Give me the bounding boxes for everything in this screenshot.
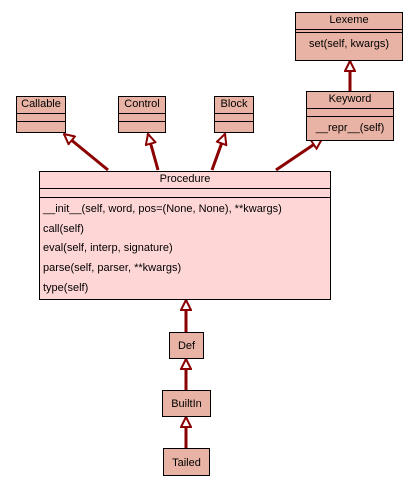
class-control[interactable]: Control (118, 96, 166, 133)
keyword-method-repr: __repr__(self) (315, 122, 385, 134)
control-attr-divider (119, 121, 165, 122)
class-name-callable: Callable (21, 98, 61, 110)
procedure-method-init: __init__(self, word, pos=(None, None), *… (43, 203, 282, 215)
procedure-attr-divider (40, 197, 330, 198)
class-name-control: Control (124, 98, 160, 110)
edge-procedure-to-control (148, 134, 160, 171)
control-name-divider (119, 113, 165, 114)
class-name-def: Def (177, 340, 196, 352)
class-name-lexeme: Lexeme (329, 14, 369, 26)
class-keyword[interactable]: Keyword __repr__(self) (306, 91, 394, 141)
class-tailed[interactable]: Tailed (163, 448, 210, 476)
keyword-name-divider (307, 108, 393, 109)
lexeme-attr-divider (296, 32, 402, 33)
procedure-method-parse: parse(self, parser, **kwargs) (43, 262, 182, 274)
class-name-procedure: Procedure (159, 173, 211, 185)
class-block[interactable]: Block (214, 96, 254, 133)
callable-attr-divider (17, 121, 65, 122)
procedure-method-eval: eval(self, interp, signature) (43, 242, 173, 254)
procedure-name-divider (40, 188, 330, 189)
class-lexeme[interactable]: Lexeme set(self, kwargs) (295, 12, 403, 61)
class-callable[interactable]: Callable (16, 96, 66, 133)
class-name-keyword: Keyword (328, 93, 372, 105)
edge-procedure-to-callable (64, 134, 109, 172)
block-name-divider (215, 113, 253, 114)
lexeme-method-set: set(self, kwargs) (308, 38, 390, 50)
edge-procedure-to-keyword (275, 139, 322, 172)
class-name-block: Block (220, 98, 248, 110)
block-attr-divider (215, 121, 253, 122)
edge-procedure-to-block (210, 134, 225, 171)
keyword-attr-divider (307, 116, 393, 117)
class-name-tailed: Tailed (172, 457, 201, 469)
callable-name-divider (17, 113, 65, 114)
procedure-method-call: call(self) (43, 223, 84, 235)
lexeme-name-divider (296, 29, 402, 30)
class-def[interactable]: Def (169, 332, 204, 359)
procedure-method-type: type(self) (43, 282, 89, 294)
class-procedure[interactable]: Procedure __init__(self, word, pos=(None… (39, 171, 331, 300)
class-builtin[interactable]: BuiltIn (162, 390, 211, 417)
class-name-builtin: BuiltIn (171, 398, 202, 410)
